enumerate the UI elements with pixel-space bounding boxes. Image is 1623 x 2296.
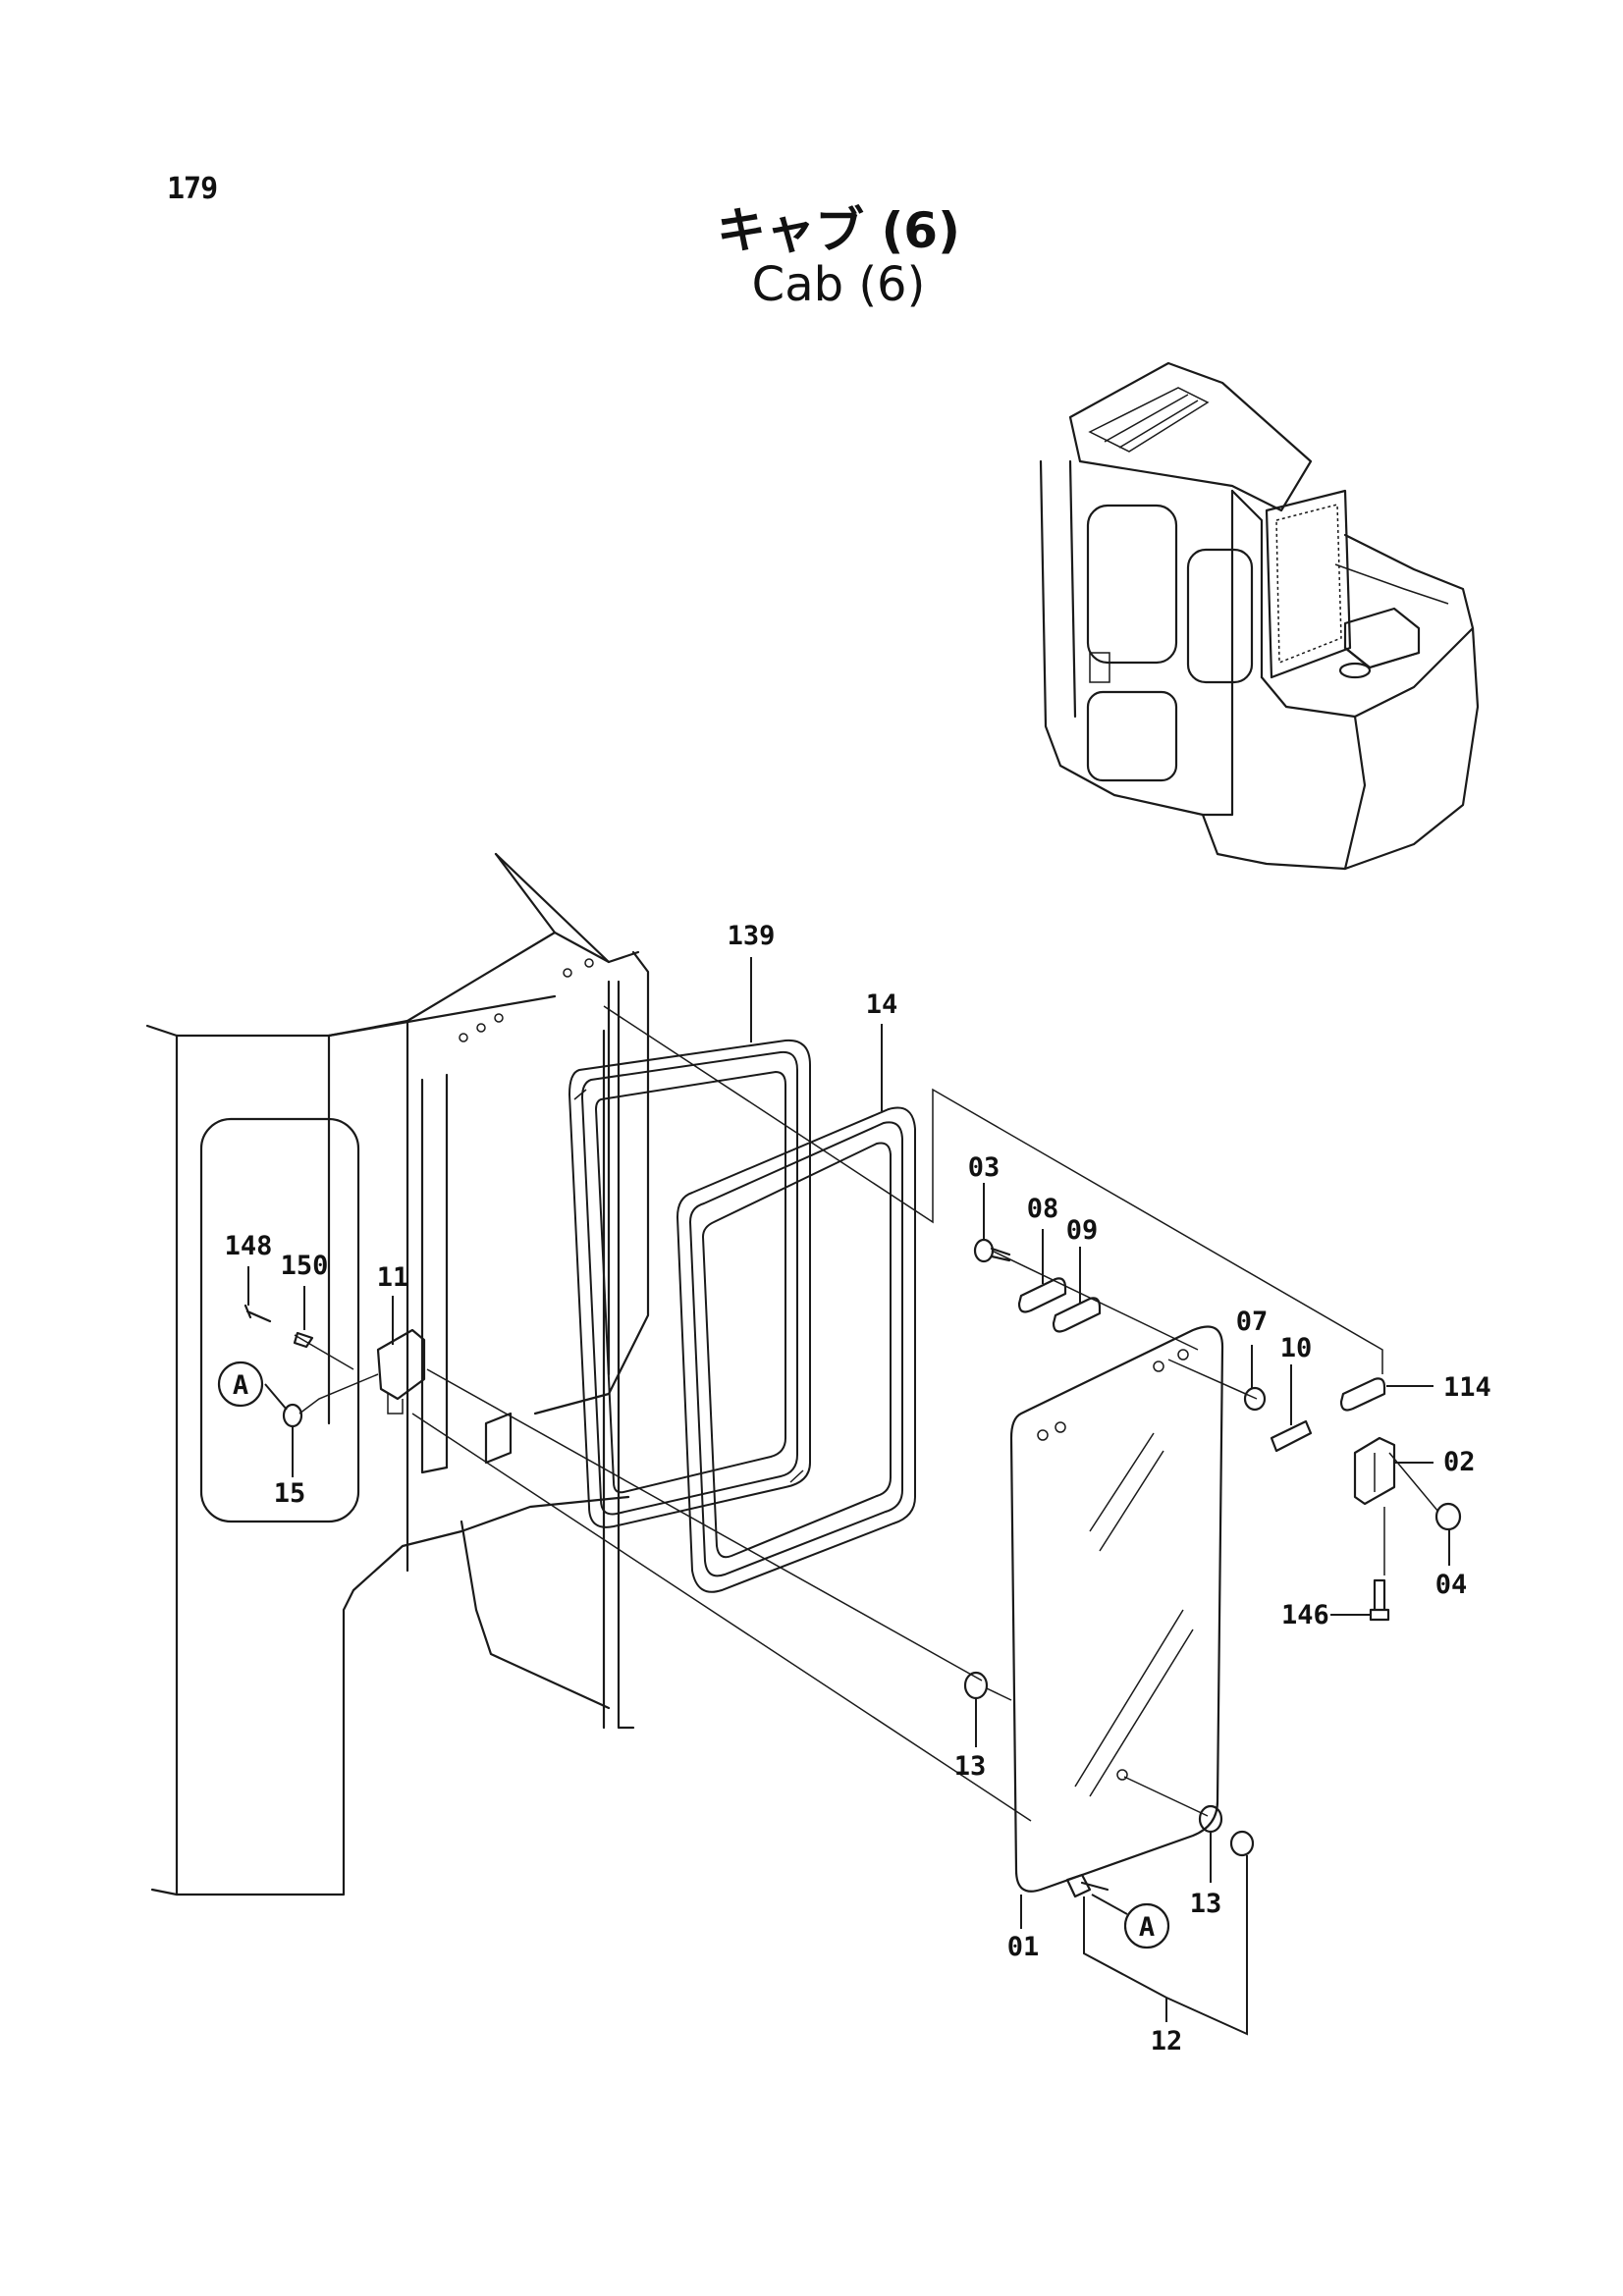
callout-02: 02 bbox=[1443, 1447, 1476, 1477]
grommet-13-right bbox=[1198, 1804, 1223, 1834]
callout-13-right: 13 bbox=[1190, 1889, 1222, 1919]
latch-11 bbox=[376, 1328, 426, 1401]
callout-03: 03 bbox=[968, 1152, 1001, 1183]
reference-letter: A bbox=[1139, 1912, 1155, 1943]
clip-150 bbox=[293, 1331, 314, 1349]
callout-114: 114 bbox=[1443, 1372, 1491, 1403]
callout-13-left: 13 bbox=[954, 1751, 987, 1782]
knob-12 bbox=[1065, 1873, 1109, 1898]
pad-10 bbox=[1270, 1419, 1313, 1453]
hardware-parts bbox=[243, 1238, 1462, 1898]
reference-marker-left: A bbox=[217, 1361, 264, 1408]
plate-08 bbox=[1017, 1277, 1067, 1313]
title-english: Cab (6) bbox=[751, 257, 926, 312]
window-seal-139 bbox=[568, 1039, 811, 1528]
callout-11: 11 bbox=[377, 1262, 409, 1293]
title-japanese: キャブ (6) bbox=[717, 202, 960, 259]
reference-marker-right: A bbox=[1123, 1902, 1170, 1949]
callout-15: 15 bbox=[274, 1478, 306, 1509]
plate-114 bbox=[1339, 1377, 1386, 1412]
page-number: 179 bbox=[167, 172, 218, 206]
callout-12: 12 bbox=[1151, 2026, 1183, 2056]
callout-09: 09 bbox=[1066, 1215, 1099, 1246]
cab-frame-section bbox=[145, 852, 650, 1896]
screw-146 bbox=[1369, 1578, 1390, 1622]
callout-07: 07 bbox=[1236, 1307, 1269, 1337]
window-glass-01 bbox=[1009, 1325, 1224, 1893]
callout-139: 139 bbox=[728, 921, 776, 951]
callout-leaders bbox=[247, 957, 1450, 2036]
callout-labels: 139 14 03 08 09 148 150 11 15 07 10 114 … bbox=[225, 921, 1491, 2056]
hinge-02 bbox=[1353, 1436, 1396, 1506]
callout-08: 08 bbox=[1027, 1194, 1059, 1224]
nut-04 bbox=[1434, 1502, 1462, 1531]
callout-150: 150 bbox=[281, 1251, 329, 1281]
cab-overview-illustration bbox=[1039, 361, 1480, 871]
callout-01: 01 bbox=[1007, 1932, 1040, 1962]
callout-146: 146 bbox=[1281, 1600, 1329, 1630]
callout-148: 148 bbox=[225, 1231, 273, 1261]
callout-04: 04 bbox=[1435, 1570, 1468, 1600]
nut-07 bbox=[1243, 1386, 1267, 1412]
washer-15 bbox=[282, 1403, 303, 1428]
assembly-lines bbox=[294, 1005, 1439, 1822]
plate-09 bbox=[1052, 1297, 1102, 1333]
window-seal-14 bbox=[676, 1106, 916, 1593]
callout-14: 14 bbox=[866, 989, 898, 1020]
screw-148 bbox=[243, 1304, 272, 1323]
callout-10: 10 bbox=[1280, 1333, 1313, 1363]
reference-letter: A bbox=[233, 1370, 248, 1401]
